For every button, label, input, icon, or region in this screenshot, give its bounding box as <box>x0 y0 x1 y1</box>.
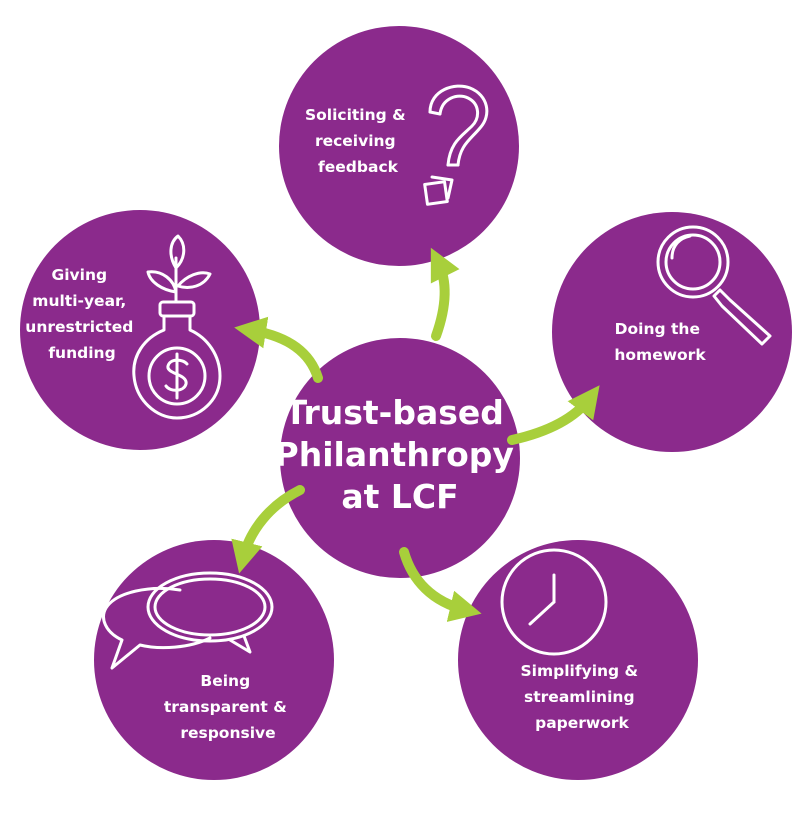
center-node: Trust-based Philanthropy at LCF <box>275 338 526 578</box>
node-homework-label: Doing the homework <box>614 320 706 364</box>
clock-icon <box>500 548 608 656</box>
arrows <box>231 247 600 622</box>
node-feedback: Soliciting & receiving feedback <box>279 26 519 266</box>
magnifying-glass-icon <box>656 225 772 346</box>
node-paperwork-circle <box>458 540 698 780</box>
node-transparent: Being transparent & responsive <box>94 540 334 780</box>
arrow-to-funding <box>234 316 323 383</box>
question-mark-icon <box>423 84 489 206</box>
node-paperwork: Simplifying & streamlining paperwork <box>458 540 698 780</box>
node-funding: Giving multi-year, unrestricted funding <box>20 210 260 450</box>
arrow-to-transparent <box>231 485 305 574</box>
arrow-to-homework <box>507 385 600 445</box>
center-title: Trust-based Philanthropy at LCF <box>275 393 526 516</box>
money-plant-jar-icon <box>132 234 222 420</box>
node-funding-label: Giving multi-year, unrestricted funding <box>25 266 138 362</box>
arrow-to-feedback <box>430 247 460 341</box>
node-feedback-label: Soliciting & receiving feedback <box>305 106 411 176</box>
speech-bubbles-icon <box>102 571 274 670</box>
node-paperwork-label: Simplifying & streamlining paperwork <box>521 662 644 732</box>
arrow-to-paperwork <box>399 547 482 622</box>
center-circle <box>280 338 520 578</box>
node-transparent-circle <box>94 540 334 780</box>
node-homework: Doing the homework <box>552 212 792 452</box>
node-transparent-label: Being transparent & responsive <box>164 672 292 742</box>
node-homework-circle <box>552 212 792 452</box>
